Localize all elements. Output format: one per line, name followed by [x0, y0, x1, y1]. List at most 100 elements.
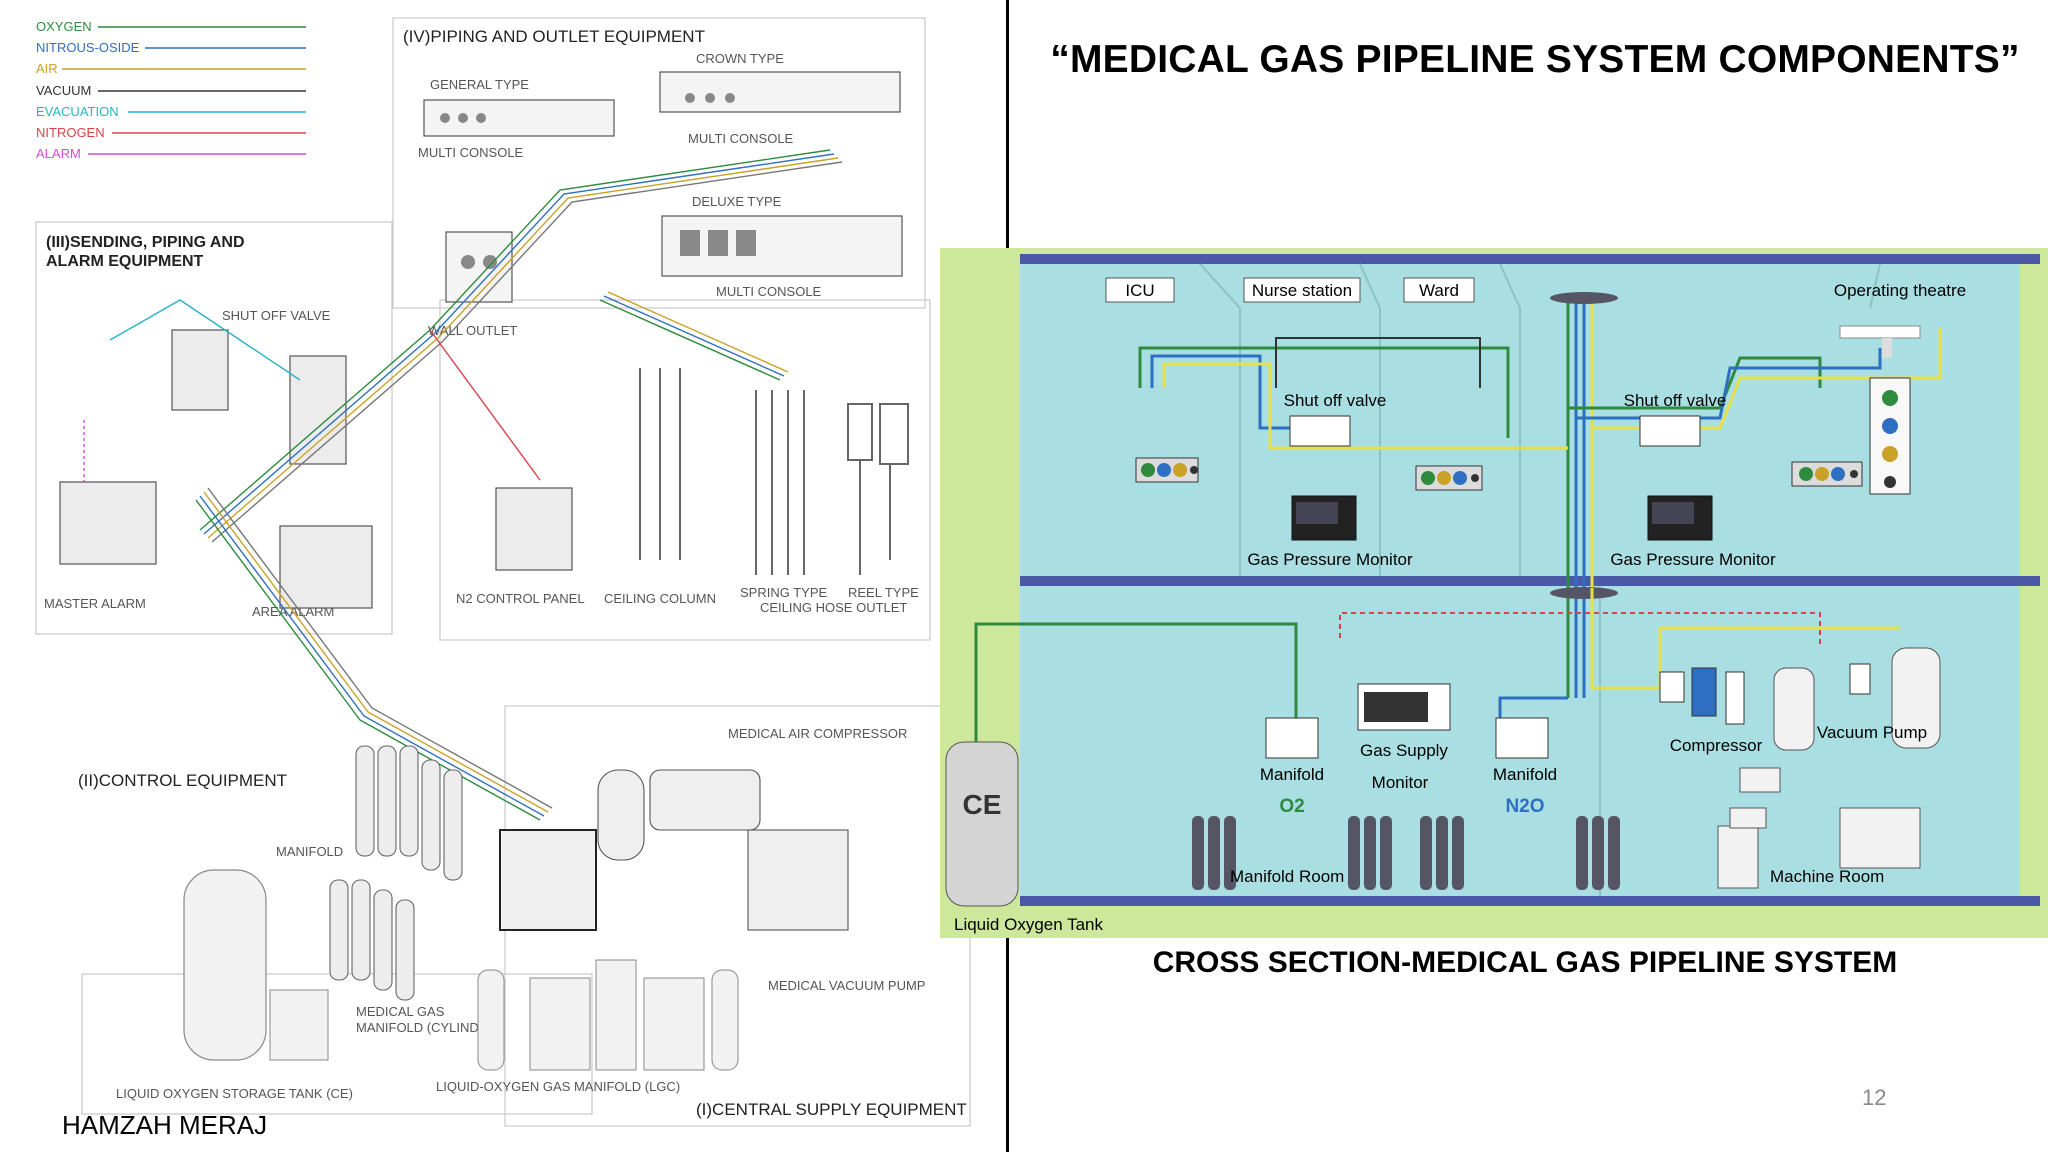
lox-tank-label: LIQUID OXYGEN STORAGE TANK (CE): [116, 1086, 353, 1101]
pipeline-bundle: [83, 149, 843, 821]
sending-section-frame: [35, 221, 393, 635]
ceiling-column-label: CEILING COLUMN: [604, 591, 716, 606]
gas-monitor-label-1: Gas Pressure Monitor: [1247, 550, 1413, 569]
control-unit: [499, 829, 597, 931]
manifold-right-label: Manifold: [1493, 765, 1557, 784]
wall-outlet-shape: [445, 231, 513, 303]
vacuum-pump-unit: [747, 829, 849, 931]
gas-monitor-label-2: Gas Pressure Monitor: [1610, 550, 1776, 569]
manifold-left-label: Manifold: [1260, 765, 1324, 784]
room-label-operating-theatre: Operating theatre: [1834, 281, 1966, 300]
vacuum-pump-label: Vacuum Pump: [1817, 723, 1927, 742]
upper-floor-piping: [1138, 328, 1942, 450]
shut-off-valve-1: Shut off valve: [1284, 391, 1387, 447]
author-name: HAMZAH MERAJ: [62, 1110, 268, 1140]
outlet-section-frame: [439, 299, 931, 641]
room-label-nurse-box: Nurse station: [1243, 277, 1361, 303]
shut-off-valve-box-1: [171, 329, 229, 411]
legend-label-nitrogen: NITROGEN: [36, 125, 105, 140]
piping-section-frame: [392, 17, 926, 309]
spring-type-label: SPRING TYPE: [740, 585, 828, 600]
legend-entry-air: AIR: [36, 61, 306, 76]
manifold-n2o: Manifold N2O: [1493, 717, 1557, 817]
ot-outlet-box: [1791, 461, 1863, 487]
riser-ceiling-cap: [1550, 292, 1618, 304]
legend-entry-alarm: ALARM: [36, 146, 306, 161]
air-compressor-label: MEDICAL AIR COMPRESSOR: [728, 726, 907, 741]
master-alarm-panel: [59, 481, 157, 565]
piping-title: (IV)PIPING AND OUTLET EQUIPMENT: [403, 27, 705, 46]
legend-label-oxygen: OXYGEN: [36, 19, 92, 34]
floor-slab: [1020, 576, 2040, 586]
crown-console-shape: [659, 71, 901, 113]
room-label-icu-box: ICU: [1105, 277, 1175, 303]
gas-pressure-monitor-1: Gas Pressure Monitor: [1247, 495, 1413, 569]
gas-manifold-label-2: MANIFOLD (CYLINDER): [356, 1020, 501, 1035]
ceiling-pendant: [1839, 325, 1921, 495]
legend-entry-nitrous: NITROUS-OSIDE: [36, 40, 306, 55]
compressor-label: Compressor: [1670, 736, 1763, 755]
general-console-shape: [423, 99, 615, 137]
monitor-label: Monitor: [1372, 773, 1429, 792]
room-label-ward-box: Ward: [1403, 277, 1475, 303]
multi-console-label-2: MULTI CONSOLE: [688, 131, 794, 146]
deluxe-type-label: DELUXE TYPE: [692, 194, 782, 209]
legend-entry-nitrogen: NITROGEN: [36, 125, 306, 140]
lox-storage-tank: [183, 869, 267, 1061]
general-type-label: GENERAL TYPE: [430, 77, 529, 92]
cross-section-diagram: ICU Nurse station Ward Operating theatre: [940, 248, 2048, 938]
riser-floor-cap: [1550, 587, 1618, 599]
shut-off-valve-label: SHUT OFF VALVE: [222, 308, 331, 323]
room-label-icu: ICU: [1125, 281, 1154, 300]
n2-control-panel-label: N2 CONTROL PANEL: [456, 591, 585, 606]
gas-supply-monitor: Gas Supply Monitor: [1357, 683, 1451, 792]
lgc-cylinders: [269, 959, 739, 1071]
vacuum-pump-unit: Vacuum Pump: [1817, 647, 1941, 749]
icu-outlet-box: [1135, 457, 1199, 483]
deluxe-console-shape: [661, 215, 903, 277]
central-title: (I)CENTRAL SUPPLY EQUIPMENT: [696, 1100, 967, 1119]
compressor-unit: Compressor: [1659, 667, 1815, 755]
ce-label: CE: [963, 789, 1002, 820]
sending-title-line1: (III)SENDING, PIPING AND: [46, 234, 245, 251]
n2-control-panel: [495, 487, 573, 571]
manifold-label: MANIFOLD: [276, 844, 343, 859]
slide-title: “MEDICAL GAS PIPELINE SYSTEM COMPONENTS”: [1050, 38, 2020, 81]
reel-type-label: REEL TYPE: [848, 585, 919, 600]
legend-entry-evacuation: EVACUATION: [36, 104, 306, 119]
legend-label-alarm: ALARM: [36, 146, 81, 161]
area-alarm-panel: [279, 525, 373, 609]
legend-label-vacuum: VACUUM: [36, 83, 91, 98]
room-label-nurse-station: Nurse station: [1252, 281, 1352, 300]
lox-tank-label: Liquid Oxygen Tank: [954, 915, 1104, 934]
shut-off-valve-2: Shut off valve: [1624, 391, 1727, 447]
ground-slab: [1020, 896, 2040, 906]
slide-number: 12: [1862, 1085, 1887, 1110]
control-title: (II)CONTROL EQUIPMENT: [78, 771, 287, 790]
room-label-ward: Ward: [1419, 281, 1459, 300]
o2-label: O2: [1279, 796, 1304, 817]
master-alarm-label: MASTER ALARM: [44, 596, 146, 611]
multi-console-label-3: MULTI CONSOLE: [716, 284, 822, 299]
isometric-equipment-diagram: OXYGEN NITROUS-OSIDE AIR VACUUM EVACUATI…: [35, 17, 971, 1127]
crown-type-label: CROWN TYPE: [696, 51, 784, 66]
gas-pressure-monitor-2: Gas Pressure Monitor: [1610, 495, 1776, 569]
shut-off-valve-label-1: Shut off valve: [1284, 391, 1387, 410]
gas-manifold-label-1: MEDICAL GAS: [356, 1004, 445, 1019]
cylinder-bank: [329, 745, 463, 1001]
ceiling-outlets: [639, 368, 909, 575]
vacuum-pump-label: MEDICAL VACUUM PUMP: [768, 978, 925, 993]
legend-entry-oxygen: OXYGEN: [36, 19, 306, 34]
legend-entry-vacuum: VACUUM: [36, 83, 306, 98]
machine-room-equipment: [1717, 767, 1921, 889]
console-outlets: [440, 93, 756, 269]
legend-label-nitrous: NITROUS-OSIDE: [36, 40, 140, 55]
legend-label-air: AIR: [36, 61, 58, 76]
air-compressor: [597, 769, 761, 861]
wall-outlet-label: WALL OUTLET: [428, 323, 517, 338]
ward-outlet-box: [1415, 465, 1483, 491]
lgc-label: LIQUID-OXYGEN GAS MANIFOLD (LGC): [436, 1079, 680, 1094]
shut-off-valve-label-2: Shut off valve: [1624, 391, 1727, 410]
machine-room-label: Machine Room: [1770, 867, 1884, 886]
cross-section-caption: CROSS SECTION-MEDICAL GAS PIPELINE SYSTE…: [1152, 946, 1898, 979]
